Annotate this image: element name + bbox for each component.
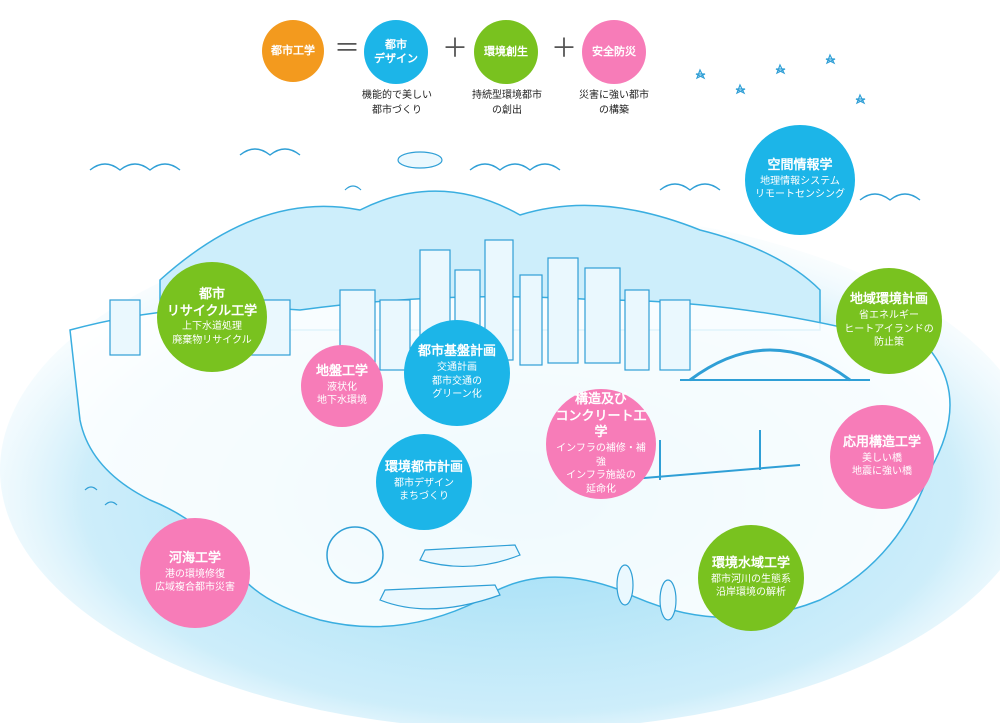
equals-sign: ＝ bbox=[334, 34, 361, 64]
base-circle-urban-engineering: 都市工学 bbox=[262, 20, 324, 82]
stars bbox=[695, 53, 866, 105]
field-subtitle: 都市河川の生態系 沿岸環境の解析 bbox=[711, 573, 791, 599]
field-title: 応用構造工学 bbox=[842, 435, 921, 451]
arch-bridge bbox=[689, 348, 851, 382]
term-circle-environment: 環境創生 bbox=[474, 20, 538, 84]
plus-sign: ＋ bbox=[551, 34, 578, 64]
field-geotechnical: 地盤工学 液状化 地下水環境 bbox=[301, 345, 383, 427]
field-subtitle: 省エネルギー ヒートアイランドの 防止策 bbox=[844, 310, 934, 349]
base-label: 都市工学 bbox=[271, 43, 315, 57]
blimp bbox=[397, 151, 443, 169]
field-subtitle: 美しい橋 地震に強い橋 bbox=[852, 452, 912, 478]
ship bbox=[379, 584, 501, 610]
term2-label: 環境創生 bbox=[484, 44, 528, 58]
field-urban-infrastructure: 都市基盤計画 交通計画 都市交通の グリーン化 bbox=[404, 320, 510, 426]
field-title: 環境都市計画 bbox=[384, 460, 463, 476]
ship bbox=[419, 544, 521, 568]
field-title: 地盤工学 bbox=[315, 364, 368, 380]
field-subtitle: 上下水道処理 廃棄物リサイクル bbox=[172, 321, 252, 346]
field-subtitle: インフラの補修・補強 インフラ施設の 延命化 bbox=[556, 443, 646, 495]
ferris-wheel bbox=[326, 526, 384, 584]
field-environmental-urban-planning: 環境都市計画 都市デザイン まちづくり bbox=[376, 434, 472, 530]
term1-label: 都市 デザイン bbox=[374, 37, 418, 65]
field-title: 構造及び コンクリート工学 bbox=[555, 391, 647, 441]
field-subtitle: 地理情報システム リモートセンシング bbox=[755, 175, 845, 201]
fish bbox=[616, 564, 677, 621]
field-subtitle: 液状化 地下水環境 bbox=[317, 381, 367, 407]
plus-sign: ＋ bbox=[442, 34, 469, 64]
birds bbox=[84, 185, 362, 506]
field-title: 都市 リサイクル工学 bbox=[166, 286, 258, 319]
field-title: 空間情報学 bbox=[767, 158, 833, 174]
term3-caption: 災害に強い都市 の構築 bbox=[579, 90, 649, 116]
term2-caption: 持続型環境都市 の創出 bbox=[472, 90, 542, 116]
term-circle-urban-design: 都市 デザイン bbox=[364, 20, 428, 84]
field-spatial-information: 空間情報学 地理情報システム リモートセンシング bbox=[745, 125, 855, 235]
term1-caption: 機能的で美しい 都市づくり bbox=[362, 90, 432, 116]
field-subtitle: 都市デザイン まちづくり bbox=[394, 477, 454, 503]
field-subtitle: 交通計画 都市交通の グリーン化 bbox=[432, 362, 482, 401]
suspension-bridge bbox=[619, 464, 801, 481]
field-coastal-river: 河海工学 港の環境修復 広域複合都市災害 bbox=[140, 518, 250, 628]
term-circle-safety: 安全防災 bbox=[582, 20, 646, 84]
field-structural-concrete: 構造及び コンクリート工学 インフラの補修・補強 インフラ施設の 延命化 bbox=[546, 389, 656, 499]
field-title: 地域環境計画 bbox=[849, 292, 928, 308]
field-regional-environment: 地域環境計画 省エネルギー ヒートアイランドの 防止策 bbox=[836, 268, 942, 374]
field-title: 環境水域工学 bbox=[711, 556, 790, 572]
field-applied-structural: 応用構造工学 美しい橋 地震に強い橋 bbox=[830, 405, 934, 509]
field-urban-recycling: 都市 リサイクル工学 上下水道処理 廃棄物リサイクル bbox=[157, 262, 267, 372]
field-title: 河海工学 bbox=[168, 551, 221, 567]
field-subtitle: 港の環境修復 広域複合都市災害 bbox=[155, 568, 235, 594]
clouds bbox=[89, 148, 921, 201]
term3-label: 安全防災 bbox=[592, 44, 636, 58]
field-title: 都市基盤計画 bbox=[417, 344, 496, 360]
field-environmental-water: 環境水域工学 都市河川の生態系 沿岸環境の解析 bbox=[698, 525, 804, 631]
